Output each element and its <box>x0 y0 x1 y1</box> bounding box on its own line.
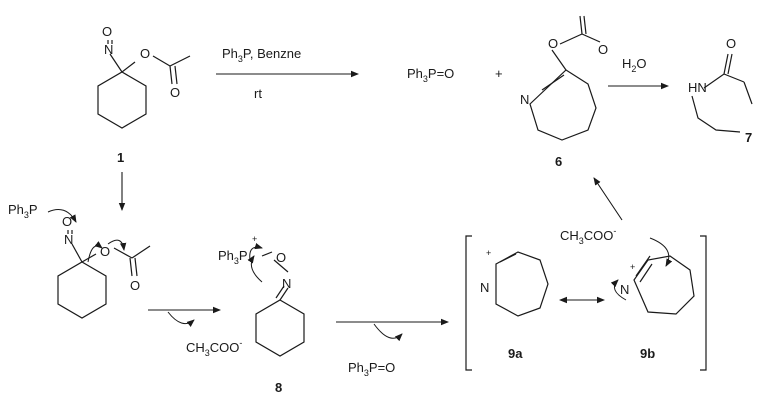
compound-8-oxygen: O <box>276 250 286 265</box>
phosphine-oxide-top: Ph3P=O <box>407 66 454 84</box>
compound-6-ring-nitrogen: N <box>520 92 529 107</box>
compound-7-structure: O HN <box>688 36 753 133</box>
arrow-to-compound-6 <box>593 177 623 221</box>
compound-7-nh: HN <box>688 80 707 95</box>
compound-1-nitrogen: N <box>104 42 113 57</box>
compound-7-carbonyl-oxygen: O <box>726 36 736 51</box>
compound-9a-label: 9a <box>508 346 523 361</box>
compound-1-carbonyl-oxygen: O <box>170 85 180 100</box>
intermediate-nitroso-oxygen: O <box>62 214 72 229</box>
compound-9b-charge: + <box>630 262 635 272</box>
compound-8-structure: N O <box>247 243 305 357</box>
intermediate-carbonyl-oxygen: O <box>130 278 140 293</box>
intermediate-ester-oxygen: O <box>100 244 110 259</box>
compound-1-label: 1 <box>117 150 124 165</box>
left-bracket <box>465 235 472 371</box>
compound-8-phosphonium: Ph3P <box>218 248 248 266</box>
water-reagent: H2O <box>622 56 647 74</box>
compound-1-structure: N O O O <box>97 24 191 129</box>
compound-7-label: 7 <box>745 130 752 145</box>
compound-9a-charge: + <box>486 248 491 258</box>
phosphine-oxide-bottom: Ph3P=O <box>348 360 395 378</box>
plus-sign: + <box>495 66 503 81</box>
top-arrow-reagents: Ph3P, Benzne <box>222 46 301 64</box>
compound-8-nitrogen: N <box>282 276 291 291</box>
phosphonium-charge: + <box>252 234 257 244</box>
compound-6-label: 6 <box>555 154 562 169</box>
compound-6-ester-oxygen: O <box>548 36 558 51</box>
compound-9b-structure: N + <box>610 255 695 315</box>
compound-1-nitroso-oxygen: O <box>102 24 112 39</box>
compound-9a-nitrogen: N <box>480 280 489 295</box>
acetate-nucleophile: CH3COO- <box>560 226 616 246</box>
right-bracket <box>700 235 707 371</box>
compound-9b-label: 9b <box>640 346 655 361</box>
compound-8-label: 8 <box>275 380 282 395</box>
intermediate-nitrogen: N <box>64 232 73 247</box>
phosphine-attack-arrow <box>47 209 77 223</box>
acetate-leaving-1: CH3COO- <box>186 338 242 358</box>
compound-1-ester-oxygen: O <box>140 46 150 61</box>
compound-6-carbonyl-oxygen: O <box>598 42 608 57</box>
top-arrow-conditions: rt <box>254 86 262 101</box>
intermediate-nitroso-structure: N O O O <box>57 214 151 319</box>
compound-9b-nitrogen: N <box>620 282 629 297</box>
acetate-attack-arrow <box>649 237 673 267</box>
triphenylphosphine: Ph3P <box>8 202 38 220</box>
compound-9a-structure: N + <box>480 248 549 317</box>
compound-6-structure: N O O <box>520 15 608 141</box>
